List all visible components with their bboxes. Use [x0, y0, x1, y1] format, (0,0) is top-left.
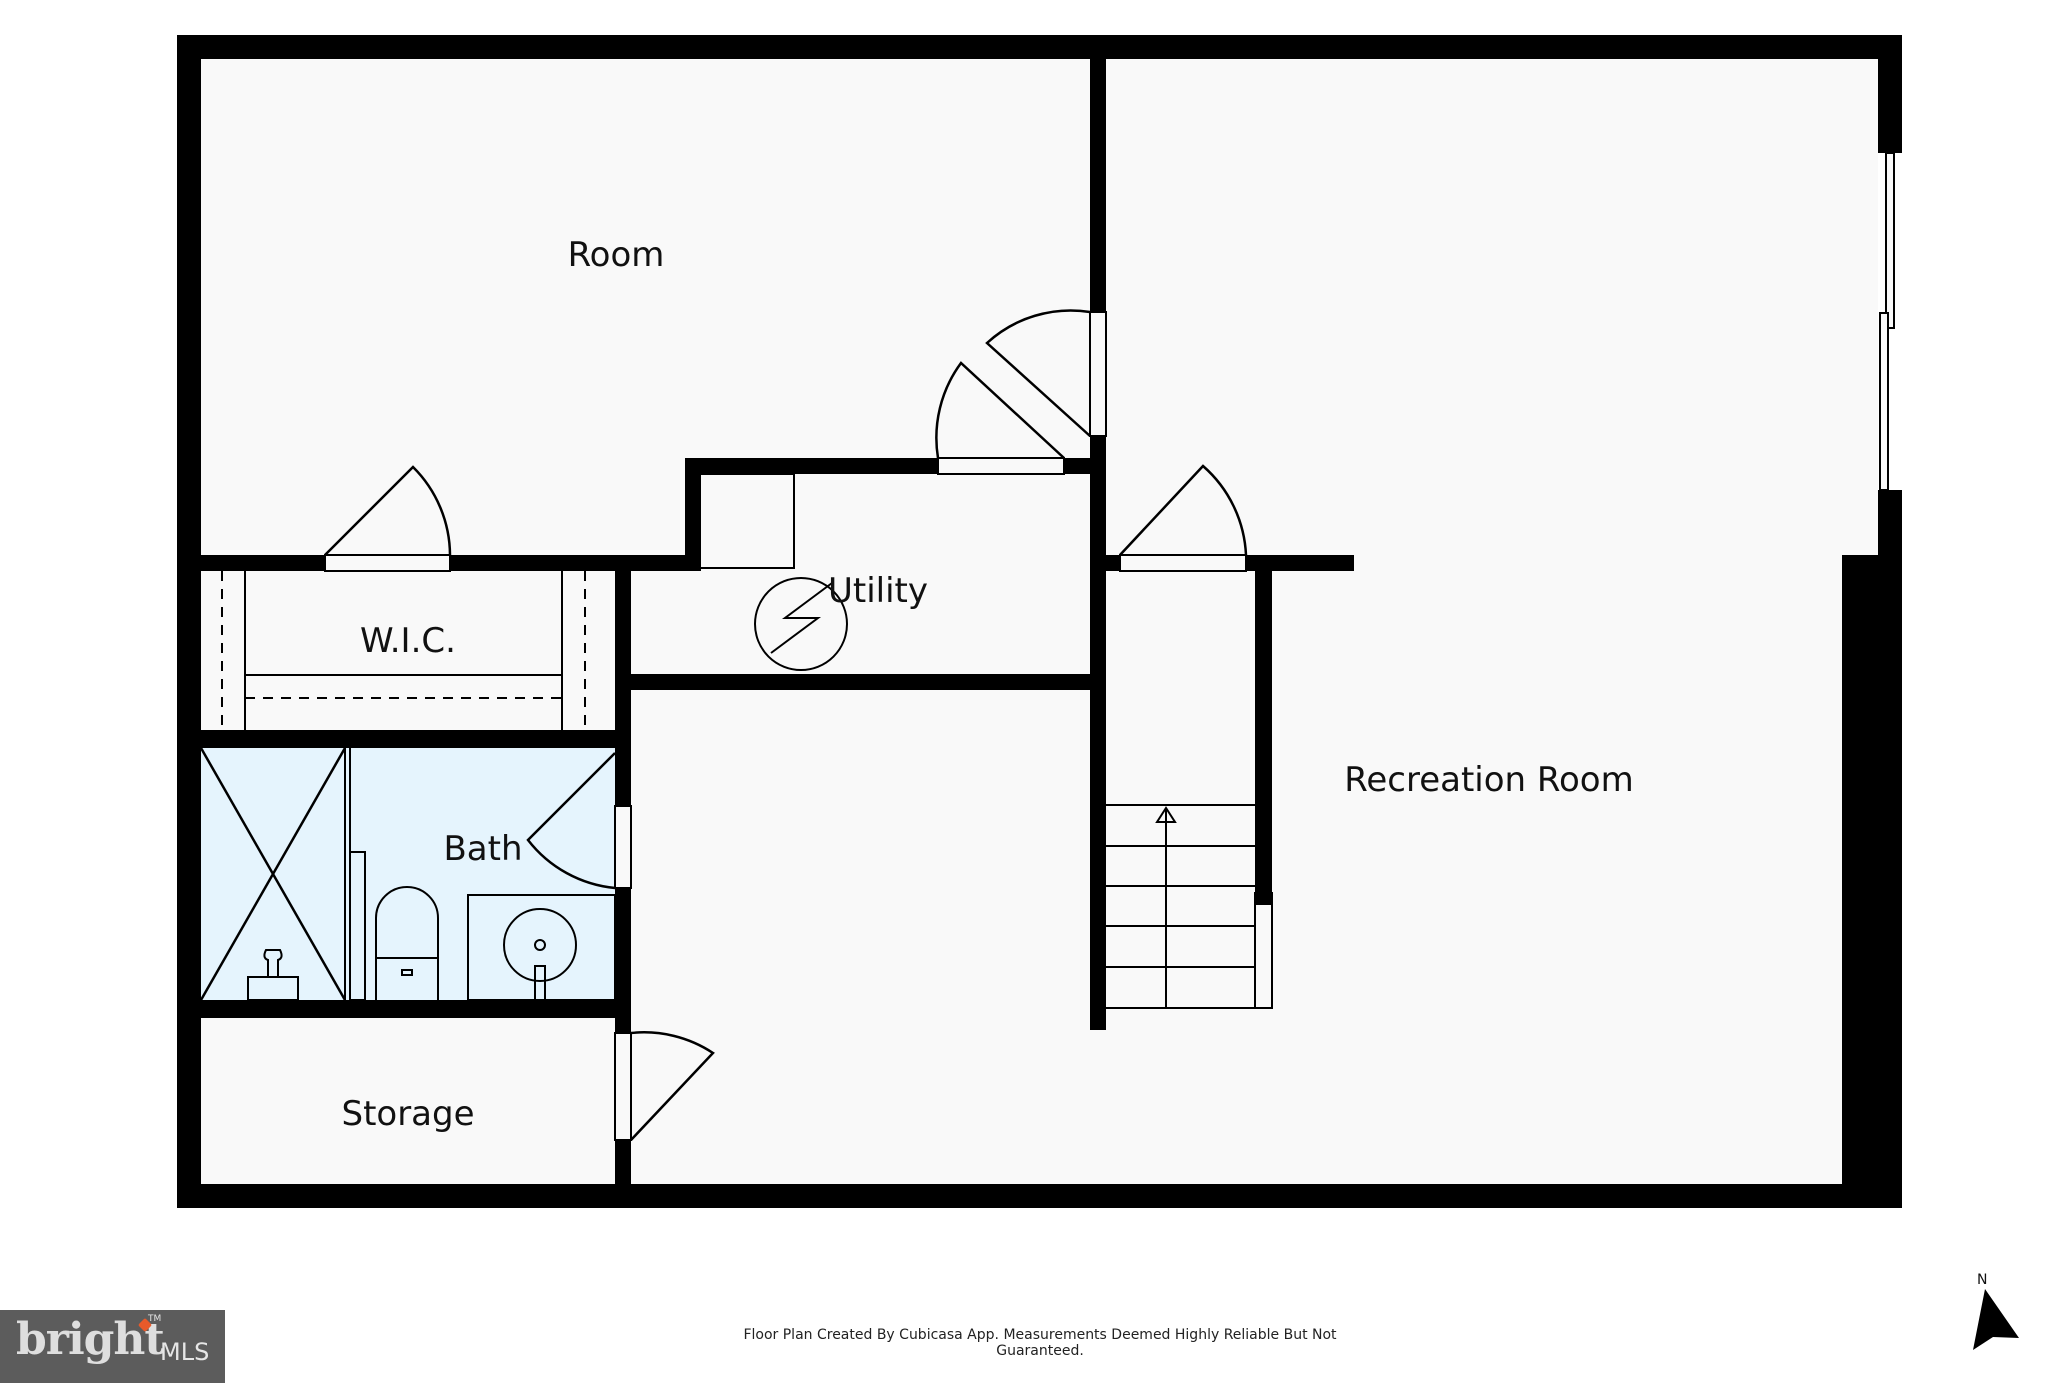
- door-rec-stairs: [1119, 464, 1248, 572]
- closet-shelving: [221, 571, 586, 730]
- door-room-to-rec: [985, 309, 1107, 437]
- vanity-sink: [467, 894, 616, 1001]
- north-arrow-icon: [1973, 1289, 2019, 1350]
- stairs: [1106, 804, 1273, 1009]
- logo-mls-text: MLS: [160, 1338, 210, 1366]
- disclaimer-text: Floor Plan Created By Cubicasa App. Meas…: [743, 1327, 1337, 1359]
- shower: [199, 747, 351, 1001]
- door-storage: [614, 1031, 715, 1141]
- window-sliding: [1879, 152, 1895, 491]
- door-room-to-wic: [324, 465, 452, 572]
- room-label-bath: Bath: [443, 829, 522, 869]
- door-bath: [526, 752, 632, 890]
- compass-north-label: N: [1977, 1272, 1988, 1288]
- door-utility: [935, 361, 1065, 475]
- room-label-storage: Storage: [341, 1094, 474, 1134]
- room-label-wic: W.I.C.: [360, 621, 456, 661]
- interior-walls: [201, 59, 1354, 1208]
- room-label-room: Room: [568, 235, 665, 275]
- room-label-recreation-room: Recreation Room: [1344, 760, 1633, 800]
- outer-walls: [177, 35, 1902, 1208]
- bath-floor: [201, 748, 615, 1000]
- bright-mls-logo: bright TM MLS: [0, 1310, 225, 1383]
- utility-fixtures: [699, 473, 848, 671]
- room-label-utility: Utility: [828, 571, 928, 611]
- toilet: [349, 851, 439, 1001]
- logo-trademark: TM: [148, 1314, 162, 1324]
